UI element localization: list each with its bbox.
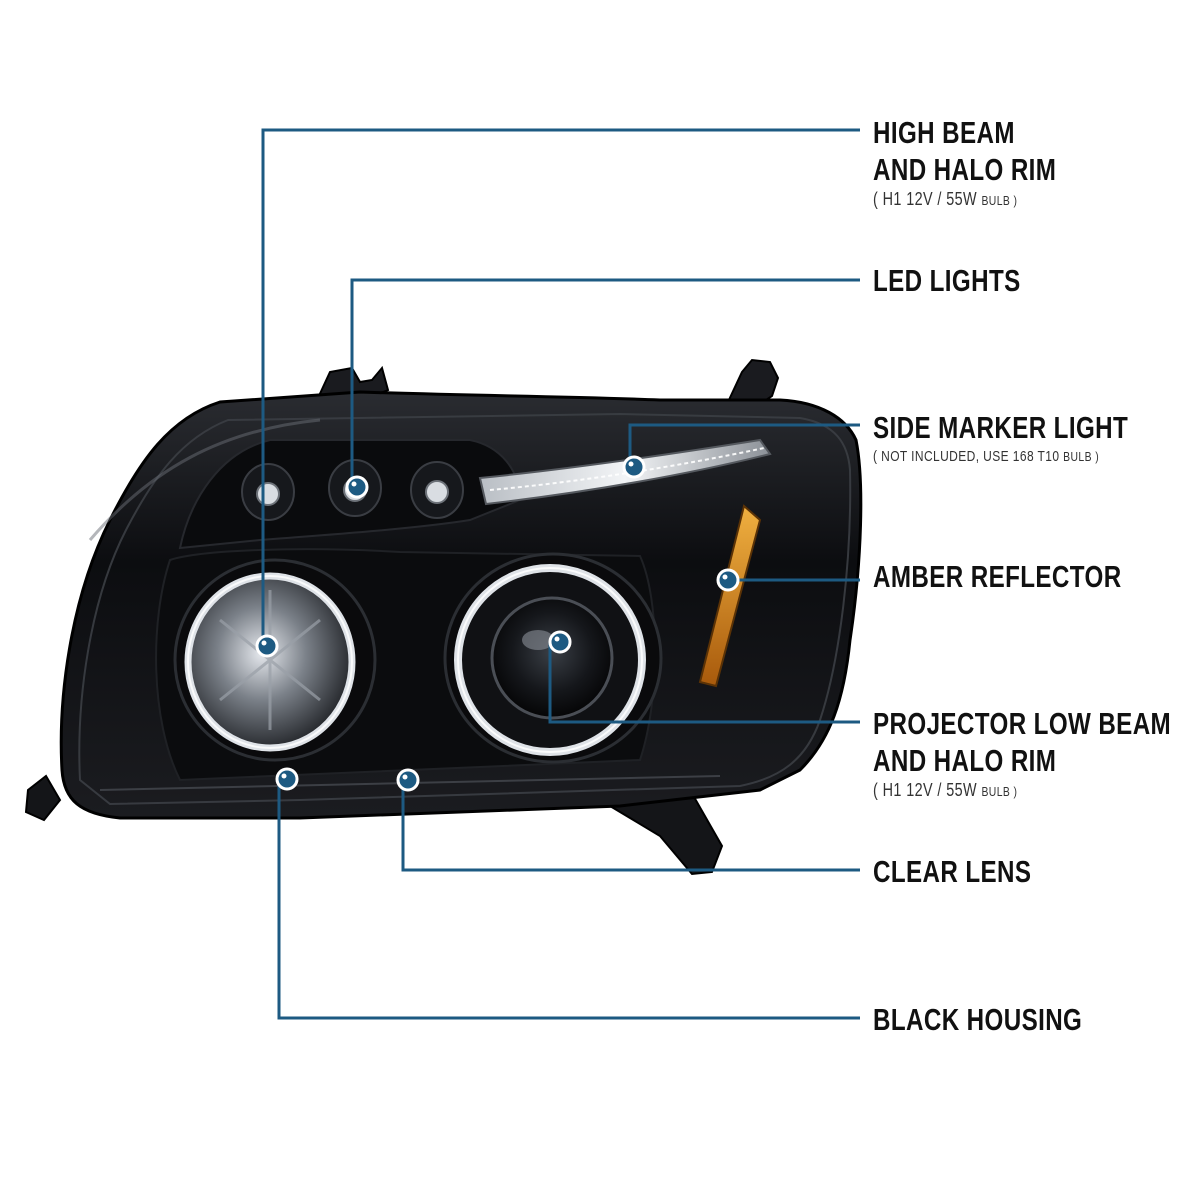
callout-dot bbox=[396, 768, 420, 792]
mounting-tab bbox=[726, 358, 780, 406]
amber-reflector-shape bbox=[698, 504, 762, 688]
clear-lens-shape bbox=[78, 412, 852, 806]
led-light bbox=[410, 461, 464, 519]
label-subtitle: ( NOT INCLUDED, USE 168 T10 BULB ) bbox=[873, 448, 1100, 465]
projector-low-beam-assembly bbox=[443, 552, 663, 764]
label-title: HIGH BEAM bbox=[873, 115, 1015, 150]
label-clear-lens: CLEAR LENS bbox=[873, 853, 1076, 890]
label-title: LED LIGHTS bbox=[873, 263, 1021, 298]
leader-black-housing bbox=[277, 780, 860, 1020]
leader-projector bbox=[548, 642, 860, 724]
high-beam-assembly bbox=[173, 558, 377, 762]
label-title: CLEAR LENS bbox=[873, 854, 1032, 889]
label-title: AND HALO RIM bbox=[873, 152, 1057, 187]
label-title: AND HALO RIM bbox=[873, 743, 1057, 778]
label-title: BLACK HOUSING bbox=[873, 1002, 1083, 1037]
mounting-tab bbox=[24, 774, 62, 822]
label-projector-low-beam: PROJECTOR LOW BEAM AND HALO RIM ( H1 12V… bbox=[873, 705, 1200, 803]
label-amber-reflector: AMBER REFLECTOR bbox=[873, 558, 1192, 595]
leader-side-marker bbox=[628, 423, 860, 467]
label-title: SIDE MARKER LIGHT bbox=[873, 410, 1129, 445]
leader-led-lights bbox=[350, 278, 860, 487]
leader-lines bbox=[261, 128, 860, 1020]
callout-dot bbox=[548, 630, 572, 654]
label-title: PROJECTOR LOW BEAM bbox=[873, 706, 1172, 741]
callout-dot bbox=[255, 634, 279, 658]
label-title: AMBER REFLECTOR bbox=[873, 559, 1122, 594]
label-subtitle: ( H1 12V / 55W BULB ) bbox=[873, 189, 1018, 209]
callout-dot bbox=[622, 455, 646, 479]
callout-dots bbox=[255, 455, 740, 792]
label-high-beam: HIGH BEAM AND HALO RIM ( H1 12V / 55W BU… bbox=[873, 114, 1108, 212]
label-subtitle: ( H1 12V / 55W BULB ) bbox=[873, 780, 1018, 800]
led-light bbox=[241, 463, 295, 521]
label-black-housing: BLACK HOUSING bbox=[873, 1001, 1141, 1038]
leader-high-beam bbox=[261, 128, 860, 646]
callout-dot bbox=[275, 767, 299, 791]
callout-dot bbox=[716, 568, 740, 592]
leader-clear-lens bbox=[401, 780, 860, 872]
callout-dot bbox=[345, 475, 369, 499]
label-led-lights: LED LIGHTS bbox=[873, 262, 1062, 299]
label-side-marker: SIDE MARKER LIGHT ( NOT INCLUDED, USE 16… bbox=[873, 409, 1200, 468]
